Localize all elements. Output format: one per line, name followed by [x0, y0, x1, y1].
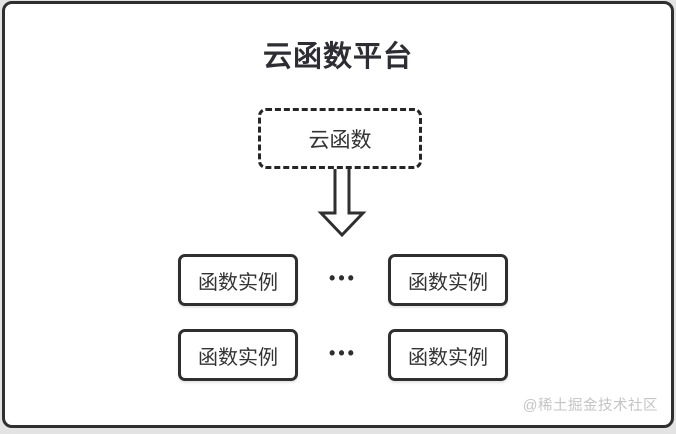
function-instance-node: 函数实例: [178, 329, 298, 381]
more-instances-ellipsis: •••: [329, 343, 357, 363]
function-instance-label: 函数实例: [408, 271, 488, 294]
diagram-canvas: 云函数平台 云函数 函数实例 ••• 函数实例 函数实例 ••• 函数实例 @稀…: [2, 1, 674, 428]
diagram-title: 云函数平台: [262, 41, 413, 73]
function-instance-node: 函数实例: [388, 329, 508, 381]
function-instance-node: 函数实例: [178, 254, 298, 306]
function-instance-node: 函数实例: [388, 254, 508, 306]
cloud-function-label: 云函数: [308, 128, 372, 152]
function-instance-label: 函数实例: [198, 346, 278, 369]
function-instance-label: 函数实例: [408, 346, 488, 369]
cloud-function-node: 云函数: [258, 108, 422, 169]
down-arrow-icon: [317, 169, 367, 238]
function-instance-label: 函数实例: [198, 271, 278, 294]
more-instances-ellipsis: •••: [329, 268, 357, 288]
watermark: @稀土掘金技术社区: [522, 398, 658, 414]
